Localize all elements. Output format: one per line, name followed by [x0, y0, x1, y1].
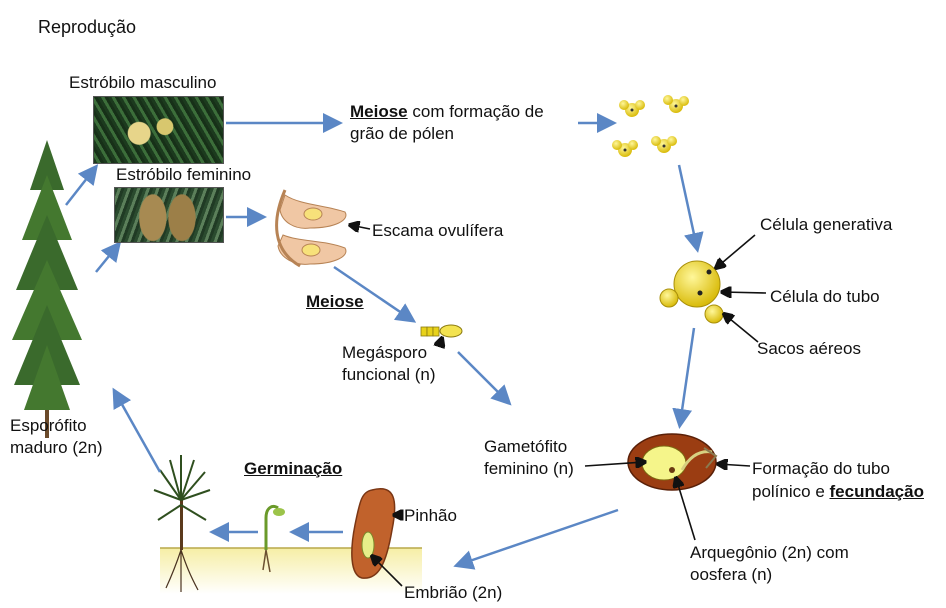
label-celula-generativa: Célula generativa	[760, 215, 893, 234]
seedling-icon	[262, 504, 285, 573]
label-gametofito: Gametófito feminino (n)	[484, 437, 574, 478]
pointer-sacos	[724, 314, 759, 343]
label-meiose-top-rest: com formação de grão de pólen	[350, 102, 544, 143]
pointer-formacao	[718, 464, 751, 466]
arrow-ovule-to-seed	[453, 508, 619, 570]
arrow-scale-to-megaspore	[333, 265, 417, 323]
pinhao-seed-icon	[351, 488, 396, 579]
label-celula-tubo: Célula do tubo	[770, 287, 880, 306]
pointer-megasporo	[440, 338, 442, 344]
label-meiose-top: Meiose	[350, 102, 408, 121]
pointer-escama	[350, 225, 371, 229]
label-pinhao: Pinhão	[404, 506, 457, 525]
ovuliferous-scale-icon	[275, 189, 347, 268]
female-strobilus-photo	[114, 187, 224, 243]
pointer-arquegonio	[676, 478, 696, 541]
ovule-fertilization-icon	[627, 433, 718, 491]
label-formacao-line2: polínico e	[752, 482, 830, 501]
pollen-grain-large-icon	[659, 260, 724, 324]
arrow-tree-to-male	[65, 164, 99, 206]
pointer-embriao	[372, 556, 403, 587]
pointer-gametofito	[584, 462, 645, 466]
arrow-megaspore-to-gametophyte	[457, 351, 512, 406]
label-sacos-aereos: Sacos aéreos	[757, 339, 861, 358]
young-pine-icon	[153, 455, 211, 592]
male-strobilus-photo	[93, 96, 224, 164]
pointer-celula-generativa	[716, 234, 756, 268]
label-estrobilo-feminino: Estróbilo feminino	[116, 165, 252, 184]
label-embriao: Embrião (2n)	[404, 583, 503, 602]
arrow-pine-to-tree	[112, 387, 162, 473]
arrow-grain-to-ovule	[672, 327, 696, 429]
label-formacao-tubo: Formação do tubo polínico e fecundação	[752, 457, 924, 503]
pollen-grains-icon	[612, 95, 689, 157]
arrow-tree-to-female	[95, 241, 122, 273]
pointer-celula-tubo	[722, 292, 767, 293]
label-meiose-polen: Meiose com formação de grão de pólen	[350, 101, 544, 145]
arrow-pollen-to-grain	[677, 164, 704, 253]
label-meiose-mid: Meiose	[306, 292, 364, 311]
pine-tree-icon	[12, 140, 82, 438]
label-estrobilo-masculino: Estróbilo masculino	[69, 73, 217, 92]
label-esporofito: Esporófito maduro (2n)	[10, 416, 103, 457]
label-escama-ovulifera: Escama ovulífera	[372, 221, 504, 240]
diagram-title: Reprodução	[38, 17, 137, 37]
process-arrows	[65, 113, 704, 570]
label-megasporo: Megásporo funcional (n)	[342, 343, 436, 384]
label-fecundacao: fecundação	[829, 482, 924, 501]
label-arquegonio: Arquegônio (2n) com oosfera (n)	[690, 543, 849, 584]
megaspore-icon	[420, 324, 463, 338]
pointer-lines	[350, 225, 767, 587]
label-germinacao: Germinação	[244, 459, 343, 478]
label-formacao-line1: Formação do tubo	[752, 459, 890, 478]
